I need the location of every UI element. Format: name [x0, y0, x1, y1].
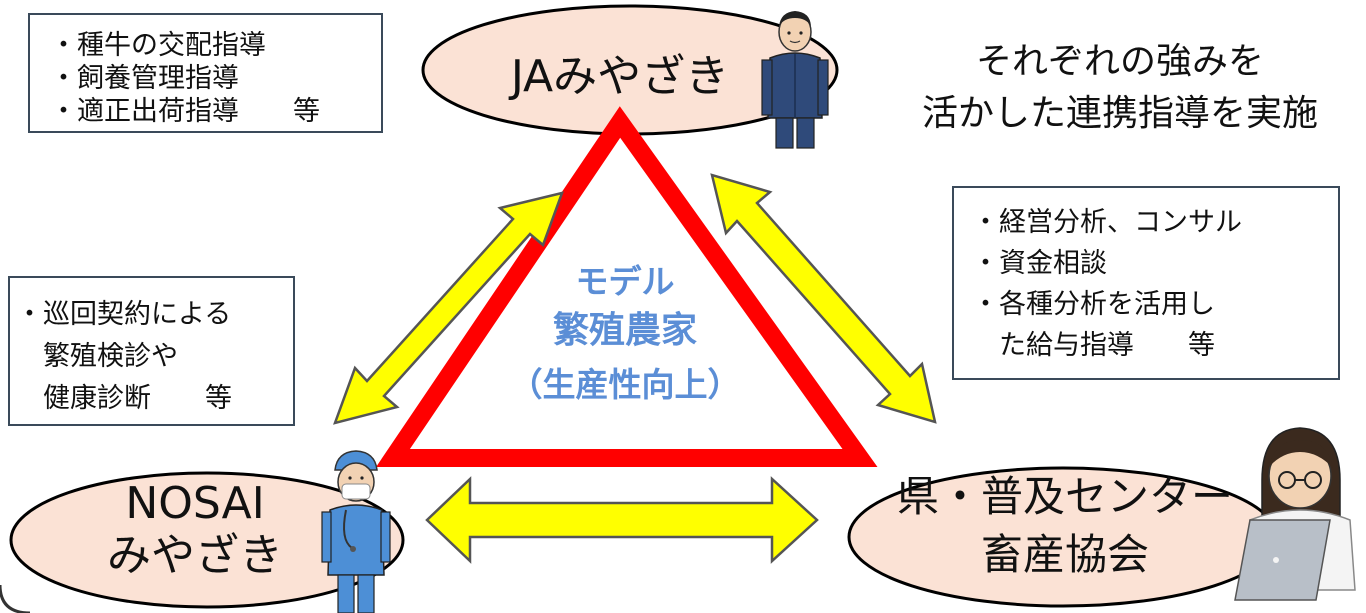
info-box-pref: ・経営分析、コンサル ・資金相談 ・各種分析を活用し た給与指導 等 [952, 186, 1340, 380]
headline: それぞれの強みを 活かした連携指導を実施 [900, 36, 1340, 140]
node-pref-label: 県・普及センター 畜産協会 [890, 468, 1240, 584]
info-box-nosai: ・巡回契約による 繁殖検診や 健康診断 等 [8, 276, 295, 426]
node-nosai-line1: NOSAI [125, 478, 265, 529]
center-line2: 繁殖農家 [552, 310, 697, 351]
worker-blue-uniform-icon [761, 11, 829, 149]
node-pref-line1: 県・普及センター [896, 472, 1233, 521]
center-line3: （生産性向上） [509, 365, 741, 404]
info-box-ja: ・種牛の交配指導 ・飼養管理指導 ・適正出荷指導 等 [28, 13, 383, 133]
center-label: モデル 繁殖農家 （生産性向上） [500, 262, 750, 410]
info-ja-line2: ・飼養管理指導 [50, 63, 239, 94]
info-nosai-line2: 繁殖検診や [16, 341, 178, 372]
info-nosai-line3: 健康診断 等 [16, 383, 232, 414]
headline-line1: それぞれの強みを [975, 41, 1264, 82]
arrow-horizontal [425, 476, 819, 564]
info-pref-line3: ・各種分析を活用し [972, 289, 1215, 320]
center-triangle [376, 106, 878, 467]
node-nosai-line2: みやざき [107, 530, 283, 581]
node-pref-line2: 畜産協会 [980, 530, 1149, 579]
arrow-right-diagonal [710, 173, 937, 424]
frame-corner [0, 584, 31, 613]
info-ja-line3: ・適正出荷指導 等 [50, 96, 320, 127]
info-pref-line4: た給与指導 等 [972, 330, 1215, 361]
info-pref-line2: ・資金相談 [972, 248, 1107, 279]
info-nosai-line1: ・巡回契約による [16, 299, 232, 330]
arrow-left-diagonal [333, 191, 564, 425]
info-pref-line1: ・経営分析、コンサル [972, 207, 1242, 238]
center-line1: モデル [575, 262, 675, 301]
vet-worker-mask-icon [321, 450, 391, 613]
node-ja-label: JAみやざき [510, 51, 730, 102]
headline-line2: 活かした連携指導を実施 [921, 93, 1318, 134]
ellipse-nosai [9, 471, 405, 609]
info-ja-line1: ・種牛の交配指導 [50, 30, 266, 61]
woman-laptop-glasses-icon [1234, 427, 1356, 601]
node-nosai-label: NOSAI みやざき [80, 478, 310, 582]
